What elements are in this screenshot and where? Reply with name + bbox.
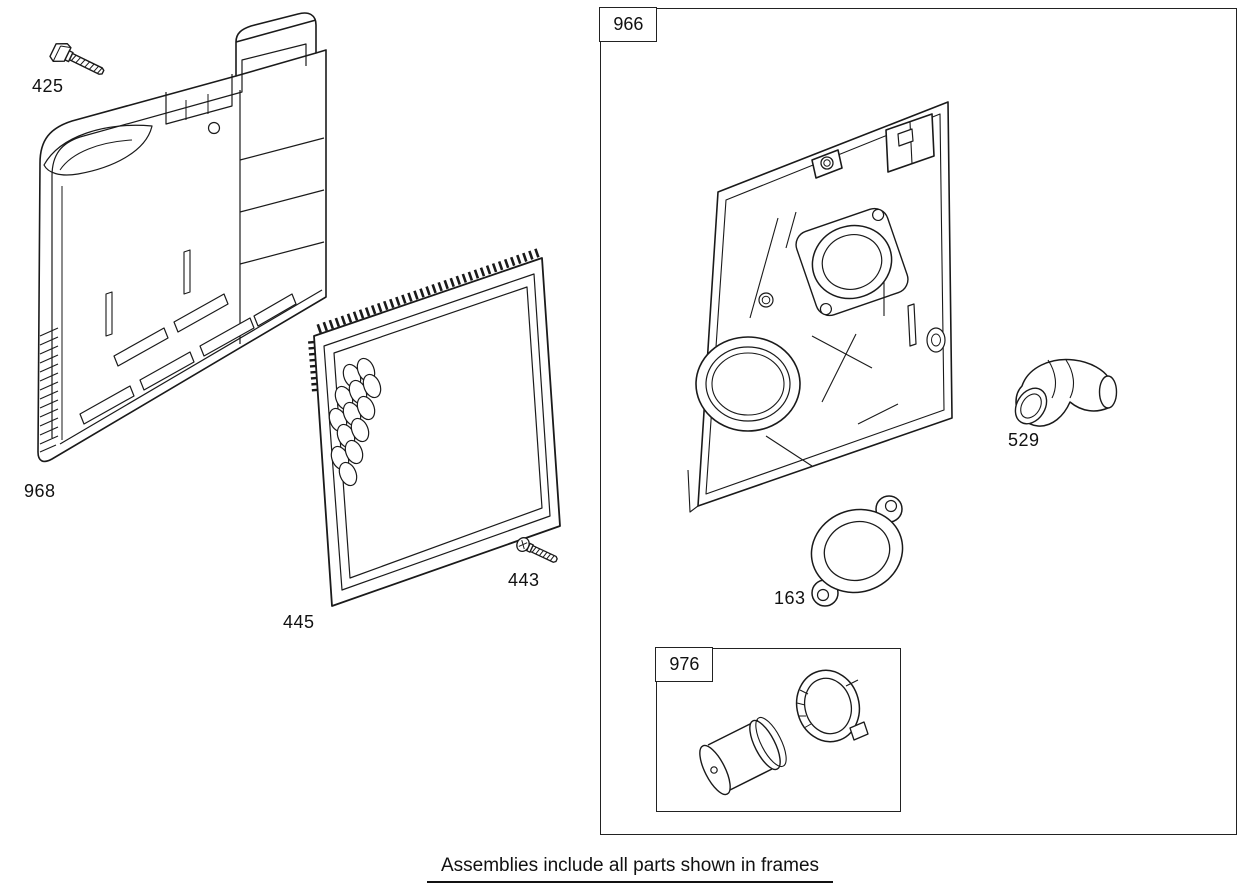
air-filter-drawing (308, 247, 561, 607)
caption-row: Assemblies include all parts shown in fr… (0, 855, 1260, 883)
part-label-cover: 968 (24, 481, 56, 501)
assembly-frame-966: 966 (599, 7, 1237, 835)
part-label-gasket: 163 (774, 588, 806, 608)
part-label-filter: 445 (283, 612, 315, 632)
frame-966-label: 966 (613, 14, 644, 35)
part-label-elbow: 529 (1008, 430, 1040, 450)
air-cleaner-base-drawing (687, 101, 953, 513)
carburetor-gasket-drawing (810, 495, 904, 607)
filter-cup-drawing (699, 716, 787, 796)
filter-screw-drawing (516, 537, 558, 563)
part-label-bolt: 425 (32, 76, 64, 96)
elbow-tube-drawing (1014, 358, 1118, 427)
air-cleaner-cover-drawing (37, 12, 327, 463)
mounting-bolt-drawing (49, 42, 105, 75)
assemblies-note: Assemblies include all parts shown in fr… (426, 855, 834, 883)
assembly-frame-976: 976 (655, 647, 901, 812)
frame-976-tag: 976 (655, 647, 714, 683)
frame-976-label: 976 (669, 654, 700, 675)
frame-966-tag: 966 (599, 7, 658, 43)
part-label-screw: 443 (508, 570, 540, 590)
clamp-drawing (795, 669, 869, 743)
